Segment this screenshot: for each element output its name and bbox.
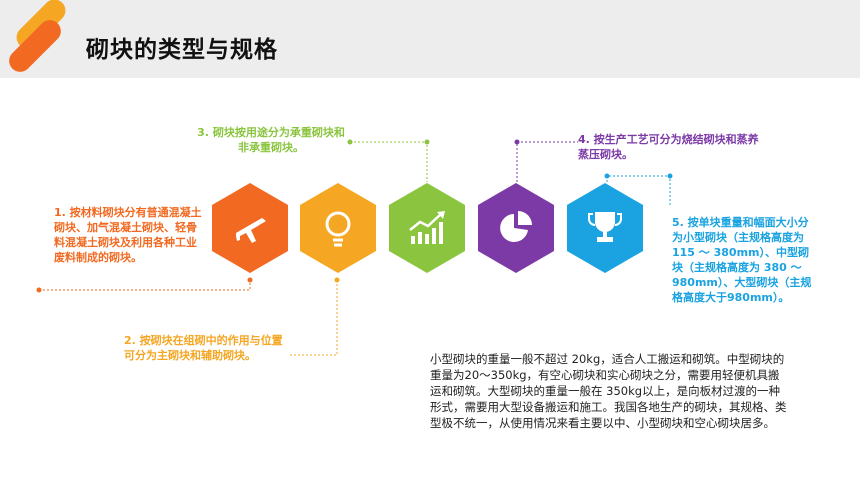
hexagon-2 xyxy=(300,183,376,273)
note-usage: 3. 砌块按用途分为承重砌块和非承重砌块。 xyxy=(197,126,345,154)
connector-5 xyxy=(606,175,671,205)
note-process: 4. 按生产工艺可分为烧结砌块和蒸养蒸压砌块。 xyxy=(578,133,759,161)
connector-1 xyxy=(39,280,251,291)
note-position: 2. 按砌块在组砌中的作用与位置可分为主砌块和辅助砌块。 xyxy=(124,334,283,362)
pie-chart-icon xyxy=(500,211,532,242)
hexagon-3 xyxy=(389,183,465,273)
note-material: 1. 按材料砌块分有普通混凝土砌块、加气混凝土砌块、轻骨料混凝土砌块及利用各种工… xyxy=(54,206,202,264)
airplane-icon xyxy=(236,218,266,243)
connector-2 xyxy=(290,280,338,356)
growth-chart-icon xyxy=(409,211,445,244)
slide-title: 砌块的类型与规格 xyxy=(86,37,278,63)
lightbulb-icon xyxy=(325,211,351,247)
trophy-icon xyxy=(588,212,622,242)
body-paragraph: 小型砌块的重量一般不超过 20kg，适合人工搬运和砌筑。中型砌块的重量为20～3… xyxy=(430,352,787,430)
connector-3 xyxy=(350,141,428,182)
connector-4 xyxy=(516,141,578,182)
decorative-stripes xyxy=(9,0,66,72)
header-bar xyxy=(0,0,860,78)
hexagon-4 xyxy=(478,183,554,273)
note-size: 5. 按单块重量和幅面大小分为小型砌块（主规格高度为 115 ～ 380mm）、… xyxy=(672,216,812,304)
